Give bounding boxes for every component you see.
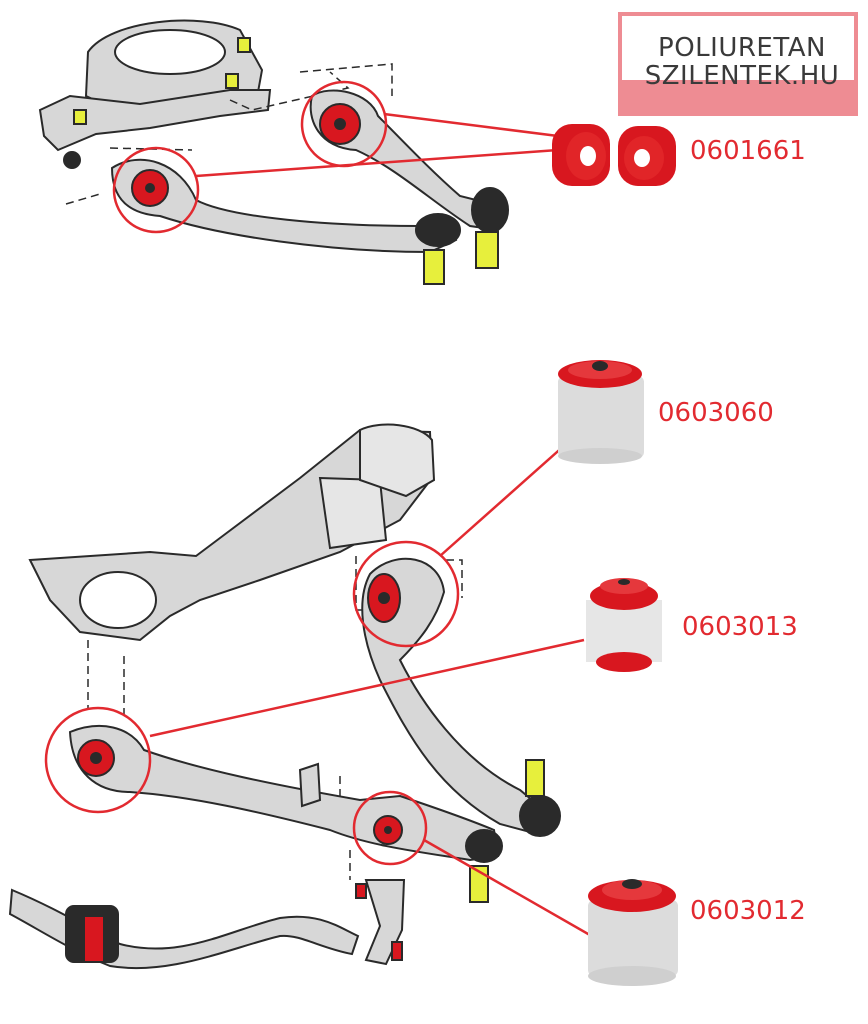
part-code-0601661: 0601661 <box>690 136 806 166</box>
logo-line-1: POLIURETAN <box>658 33 826 63</box>
part-code-0603060: 0603060 <box>658 398 774 428</box>
bottom-subframe <box>28 423 436 642</box>
part-photo-0603013 <box>586 578 662 672</box>
top-subframe <box>38 19 272 169</box>
highlight-circle-top-lower <box>112 146 200 234</box>
part-photo-0601661 <box>552 124 676 186</box>
top-lower-arm <box>110 158 461 285</box>
leader-line-1a <box>383 112 559 138</box>
bottom-upper-arm <box>361 557 561 837</box>
logo-box: POLIURETAN SZILENTEK.HU <box>618 12 858 90</box>
part-code-0603012: 0603012 <box>690 896 806 926</box>
logo-line-2: SZILENTEK.HU <box>644 61 840 91</box>
highlight-circle-bottom-lower-front <box>44 706 152 814</box>
highlight-circle-bottom-upper <box>352 540 460 648</box>
bottom-stabilizer <box>8 879 406 970</box>
leader-line-3 <box>149 638 585 738</box>
bottom-bushing-lower-rear <box>373 815 403 845</box>
top-bushing-2 <box>131 169 169 207</box>
part-photo-0603060 <box>558 360 644 464</box>
bottom-bushing-lower-front <box>77 739 115 777</box>
highlight-circle-bottom-lower-rear <box>352 790 428 866</box>
part-code-0603013: 0603013 <box>682 612 798 642</box>
bottom-bushing-upper <box>367 573 401 623</box>
part-photo-0603012 <box>588 879 678 986</box>
top-bushing-1 <box>319 103 361 145</box>
leader-line-1b <box>195 148 559 178</box>
logo: POLIURETAN SZILENTEK.HU <box>618 12 858 116</box>
